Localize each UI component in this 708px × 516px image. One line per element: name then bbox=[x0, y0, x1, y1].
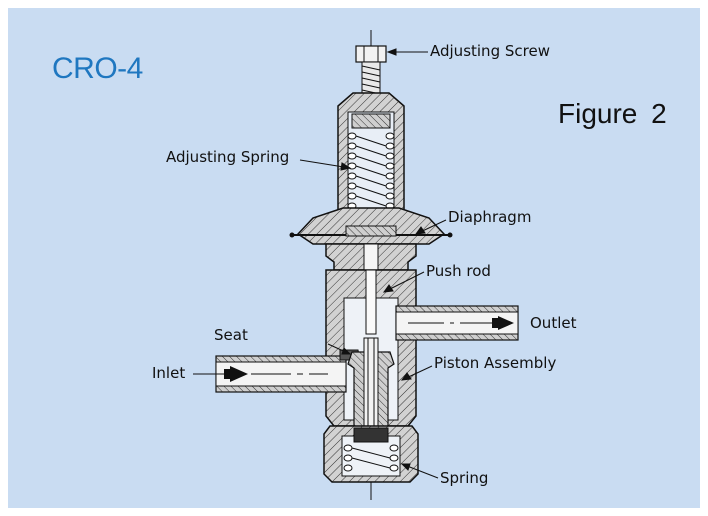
label-piston-assembly: Piston Assembly bbox=[434, 354, 557, 372]
figure-label: Figure 2 bbox=[558, 98, 667, 129]
model-title: CRO-4 bbox=[52, 52, 143, 85]
label-adjusting-screw: Adjusting Screw bbox=[430, 42, 550, 60]
bottom-cap bbox=[323, 425, 419, 483]
adjusting-screw bbox=[355, 45, 387, 109]
valve-cross-section bbox=[193, 30, 519, 500]
label-seat: Seat bbox=[214, 326, 248, 344]
label-spring: Spring bbox=[440, 469, 489, 487]
adjusting-spring bbox=[347, 132, 395, 210]
label-push-rod: Push rod bbox=[426, 262, 491, 280]
leader-lines bbox=[299, 48, 447, 479]
outlet-tube bbox=[395, 305, 519, 341]
piston-assembly bbox=[347, 337, 395, 431]
bottom-spring bbox=[343, 444, 399, 472]
inlet-tube bbox=[193, 355, 347, 393]
label-outlet: Outlet bbox=[530, 314, 577, 332]
label-inlet: Inlet bbox=[152, 364, 186, 382]
label-adjusting-spring: Adjusting Spring bbox=[166, 148, 290, 166]
diaphragm-flange bbox=[289, 207, 453, 245]
figure-panel: CRO-4 Figure 2 Adjusting Screw Adjusting… bbox=[8, 8, 700, 508]
label-diaphragm: Diaphragm bbox=[448, 208, 532, 226]
neck bbox=[325, 243, 417, 271]
